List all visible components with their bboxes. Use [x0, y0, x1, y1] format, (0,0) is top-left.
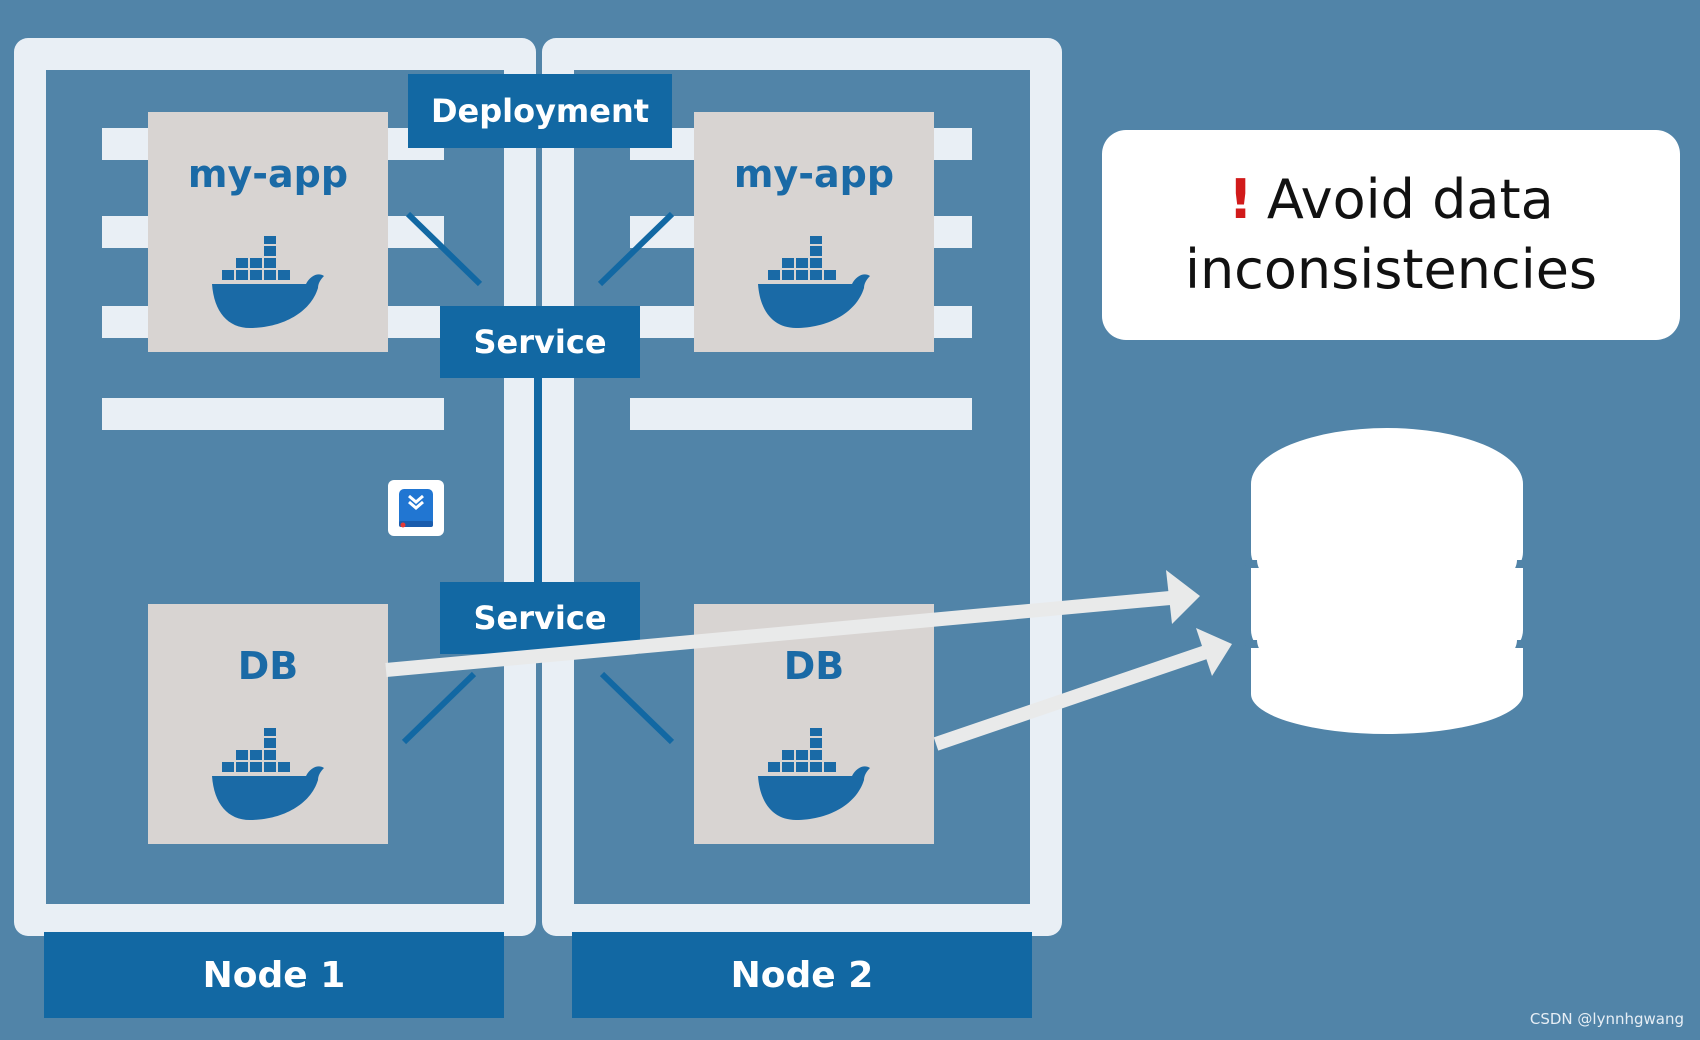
app-badge-icon[interactable]	[388, 480, 444, 536]
warning-callout: !Avoid data inconsistencies	[1102, 130, 1680, 340]
service-link-line	[401, 671, 477, 745]
callout-text-2: inconsistencies	[1184, 238, 1598, 301]
db-arrow-node-2	[933, 628, 1232, 751]
replica-bar	[630, 398, 972, 430]
database-icon	[1245, 428, 1529, 734]
node-2-label: Node 2	[572, 932, 1032, 1018]
docker-whale-icon	[212, 236, 324, 328]
watermark: CSDN @lynnhgwang	[1529, 1010, 1684, 1028]
db-arrow-node-1	[385, 570, 1200, 677]
card-title: DB	[783, 644, 845, 688]
node-1-label: Node 1	[44, 932, 504, 1018]
replica-bar	[102, 398, 444, 430]
docker-whale-icon	[212, 728, 324, 820]
deployment-label: Deployment	[408, 74, 672, 148]
db-card-node-1: DB	[148, 604, 388, 844]
service-link-line	[599, 671, 675, 745]
card-title: DB	[237, 644, 299, 688]
callout-line-1: !Avoid data	[1228, 165, 1554, 235]
docker-whale-icon	[758, 728, 870, 820]
exclamation-icon: !	[1228, 167, 1253, 231]
service-label-bottom: Service	[440, 582, 640, 654]
docker-whale-icon	[758, 236, 870, 328]
my-app-card-node-2: my-app	[694, 112, 934, 352]
callout-text-1: Avoid data	[1266, 167, 1554, 231]
card-title: my-app	[187, 152, 349, 196]
service-link-line	[405, 211, 483, 287]
my-app-card-node-1: my-app	[148, 112, 388, 352]
card-title: my-app	[733, 152, 895, 196]
service-label-top: Service	[440, 306, 640, 378]
service-link-line	[597, 211, 675, 287]
